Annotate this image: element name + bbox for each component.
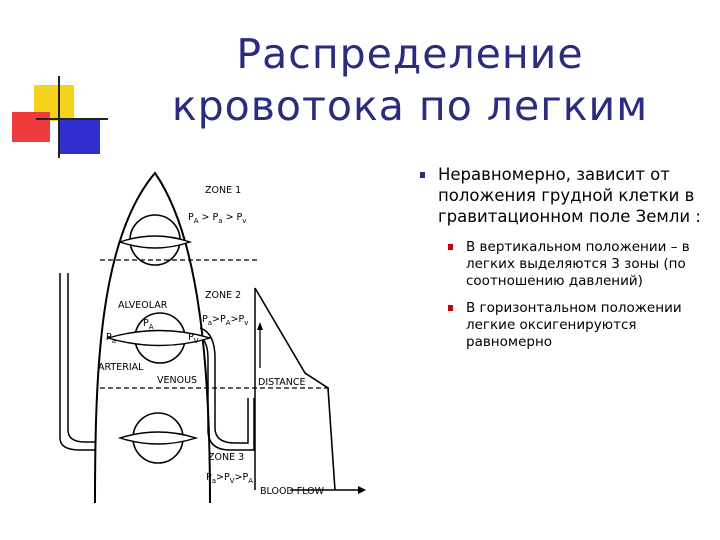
venous-tube (199, 327, 249, 444)
distance-arrow-head (257, 322, 263, 330)
venous-pressure: PV (188, 332, 199, 345)
arterial-pressure: Pa (106, 332, 116, 345)
distance-label: DISTANCE (258, 377, 305, 388)
sub-bullet-2-text: В горизонтальном положении легкие оксиге… (466, 300, 682, 350)
venous-tube-inner (199, 337, 255, 451)
bullet-marker (420, 172, 425, 178)
zone3-label: ZONE 3 (208, 452, 244, 463)
red-square (12, 112, 50, 142)
zone2-formula: Pa>PA>Pv (202, 314, 248, 327)
alveolar-label: ALVEOLAR (118, 300, 168, 311)
bullet-main: Неравномерно, зависит от положения грудн… (420, 164, 710, 227)
alveolus-zone2 (105, 312, 213, 364)
arterial-tube-inner (67, 273, 95, 443)
sub-bullet-1: В вертикальном положении – в легких выде… (448, 239, 710, 290)
slide-title: Распределение кровотока по легким (171, 30, 649, 130)
sub-bullet-2: В горизонтальном положении легкие оксиге… (448, 300, 710, 351)
horizontal-line (36, 118, 108, 120)
logo-squares-decoration (0, 0, 110, 170)
sub-bullet-marker (448, 305, 453, 311)
arterial-tube (59, 273, 95, 451)
bullet-main-text: Неравномерно, зависит от положения грудн… (438, 165, 701, 226)
bullet-list: Неравномерно, зависит от положения грудн… (420, 164, 710, 361)
sub-bullet-1-text: В вертикальном положении – в легких выде… (466, 239, 690, 289)
vertical-line (58, 76, 60, 158)
zone1-label: ZONE 1 (205, 185, 241, 196)
blood-flow-label: BLOOD FLOW (260, 486, 325, 497)
zone2-label: ZONE 2 (205, 290, 241, 301)
blue-square (60, 118, 100, 154)
blood-flow-curve (254, 287, 336, 491)
arterial-label: ARTERIAL (98, 362, 144, 373)
alveolus-zone3 (117, 412, 199, 464)
lung-zones-diagram: ZONE 1 PA > Pa > Pv ZONE 2 Pa>PA>Pv ALVE… (59, 171, 366, 504)
alveolus-zone1 (117, 214, 193, 266)
zone1-formula: PA > Pa > Pv (188, 212, 246, 225)
alveolar-pressure: PA (143, 318, 154, 331)
arrow-head (358, 486, 366, 494)
zone3-formula: Pa>PV>PA (206, 472, 253, 485)
lung-outline (94, 171, 211, 504)
lung-zones-figure: ZONE 1 PA > Pa > Pv ZONE 2 Pa>PA>Pv ALVE… (40, 168, 410, 508)
sub-bullet-marker (448, 244, 453, 250)
venous-label: VENOUS (157, 375, 197, 386)
